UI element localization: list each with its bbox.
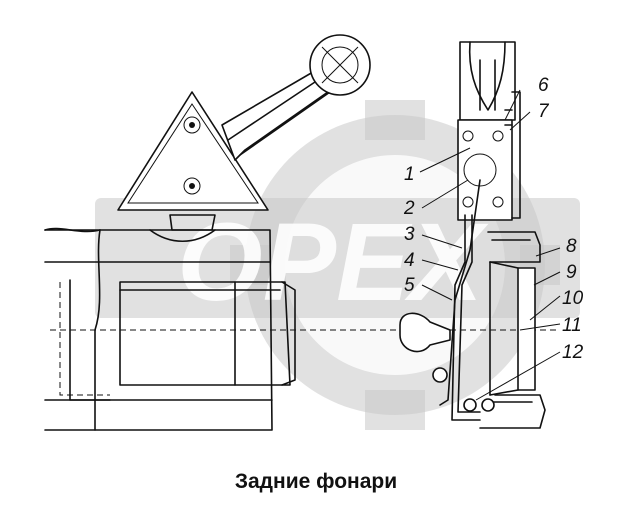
callout-8: 8	[566, 236, 577, 257]
callout-5: 5	[404, 275, 415, 296]
figure-caption: Задние фонари	[235, 470, 397, 493]
callout-3: 3	[404, 224, 415, 245]
callout-9: 9	[566, 262, 577, 283]
leader-lines	[419, 89, 561, 401]
callout-10: 10	[562, 288, 584, 309]
reflector-triangle	[117, 91, 269, 211]
section-view	[399, 41, 546, 429]
callout-11: 11	[562, 315, 582, 336]
callout-1: 1	[404, 164, 415, 185]
callout-2: 2	[403, 198, 415, 219]
callout-7: 7	[538, 101, 550, 122]
callout-4: 4	[404, 250, 415, 271]
callout-6: 6	[538, 75, 549, 96]
callout-12: 12	[562, 342, 584, 363]
side-view	[44, 34, 560, 431]
